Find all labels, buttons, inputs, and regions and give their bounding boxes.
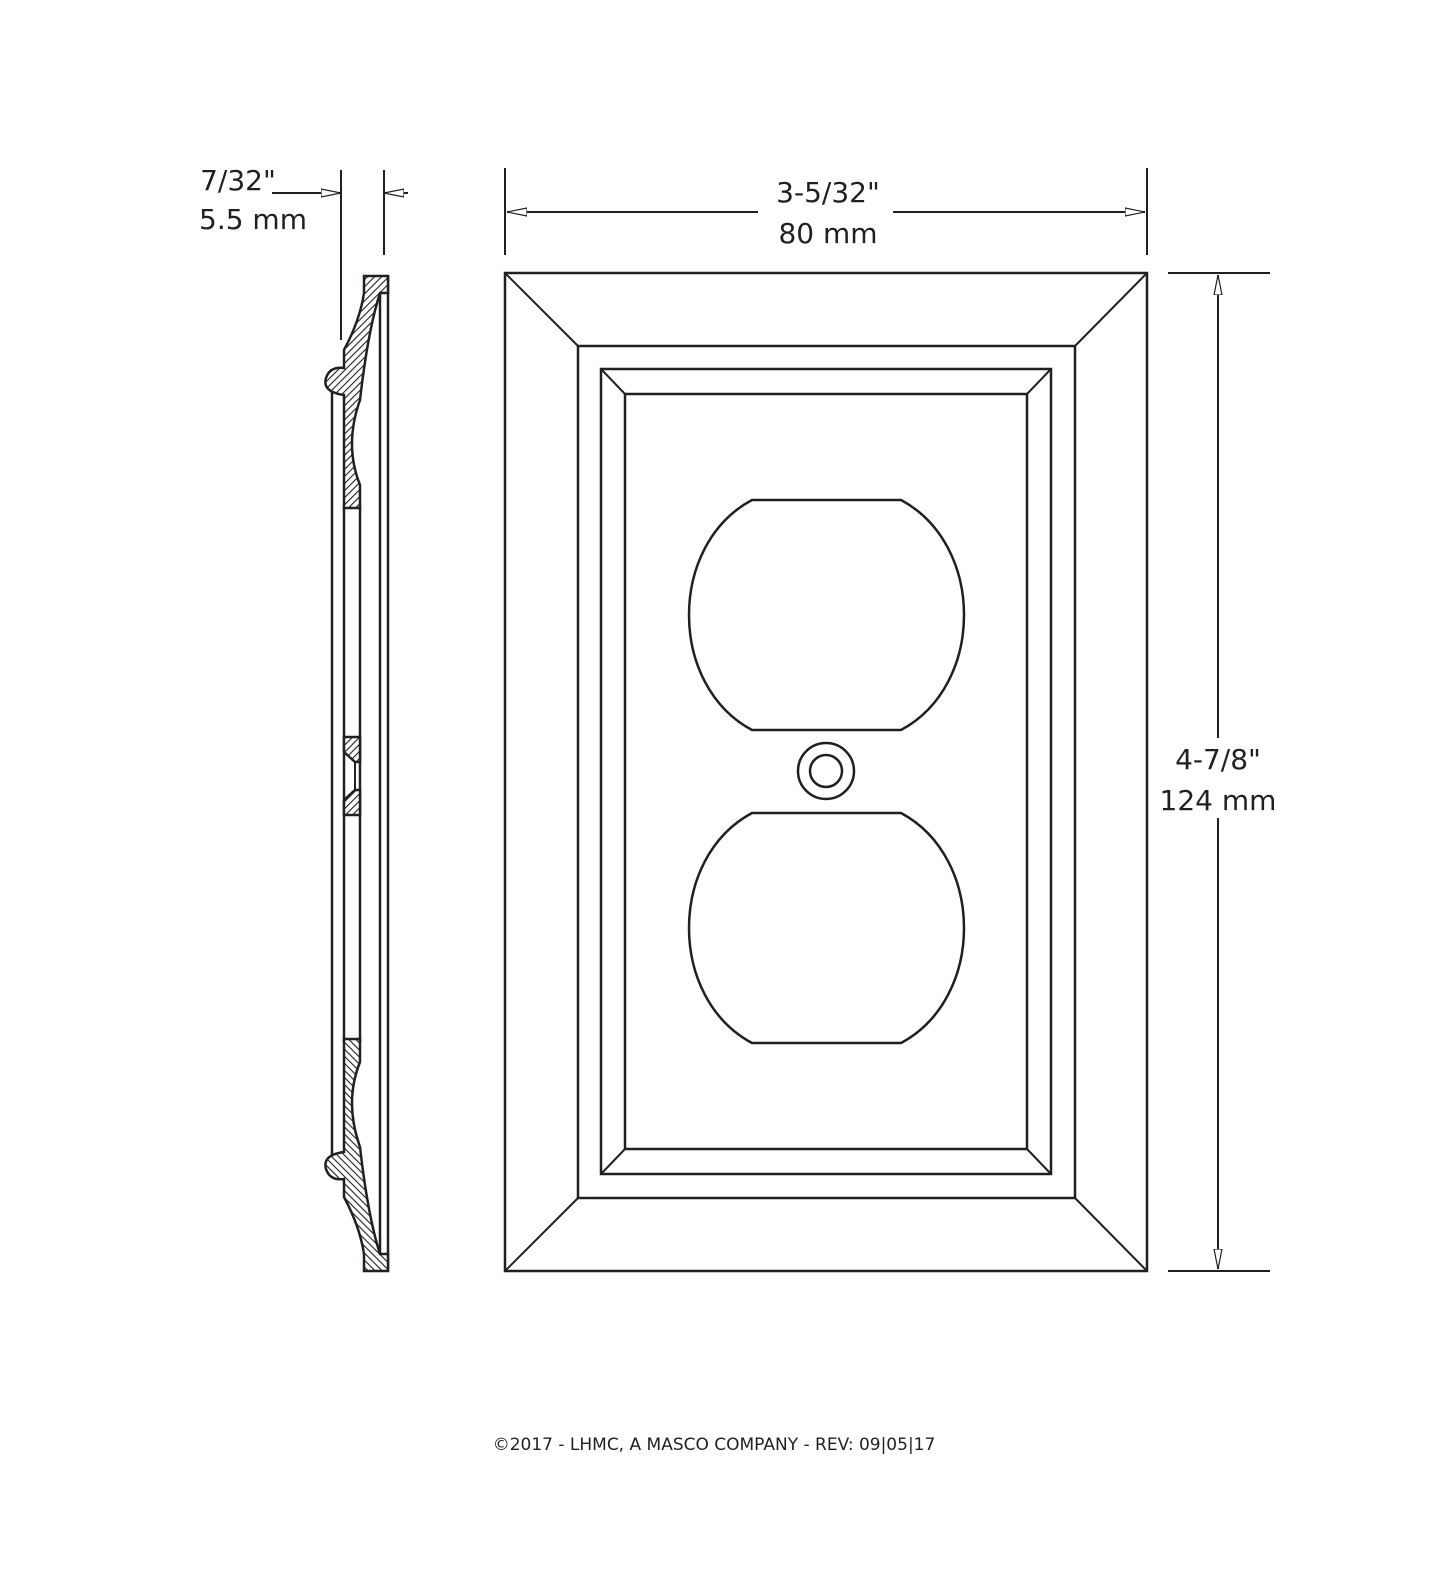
- screw-hole-outer: [796, 741, 856, 801]
- screw-hole-inner: [808, 753, 844, 789]
- outlet-opening-bottom: [687, 811, 966, 1045]
- thickness-inches: 7/32": [200, 164, 276, 197]
- width-dimension: 3-5/32" 80 mm: [504, 168, 1148, 255]
- height-mm: 124 mm: [1160, 784, 1277, 817]
- thickness-dimension: 7/32" 5.5 mm: [199, 164, 408, 236]
- height-dimension: 4-7/8" 124 mm: [1160, 272, 1277, 1272]
- thickness-mm: 5.5 mm: [199, 203, 307, 236]
- width-inches: 3-5/32": [776, 176, 880, 209]
- profile-top-section: [324, 274, 390, 510]
- outlet-opening-top: [687, 498, 966, 732]
- footer-copyright: ©2017 - LHMC, A MASCO COMPANY - REV: 09|…: [493, 1435, 936, 1455]
- width-mm: 80 mm: [778, 217, 877, 250]
- side-profile: [324, 170, 390, 1273]
- profile-mid-upper: [342, 735, 362, 764]
- profile-mid-lower: [342, 788, 362, 817]
- height-inches: 4-7/8": [1175, 743, 1261, 776]
- front-view: [503, 271, 1149, 1273]
